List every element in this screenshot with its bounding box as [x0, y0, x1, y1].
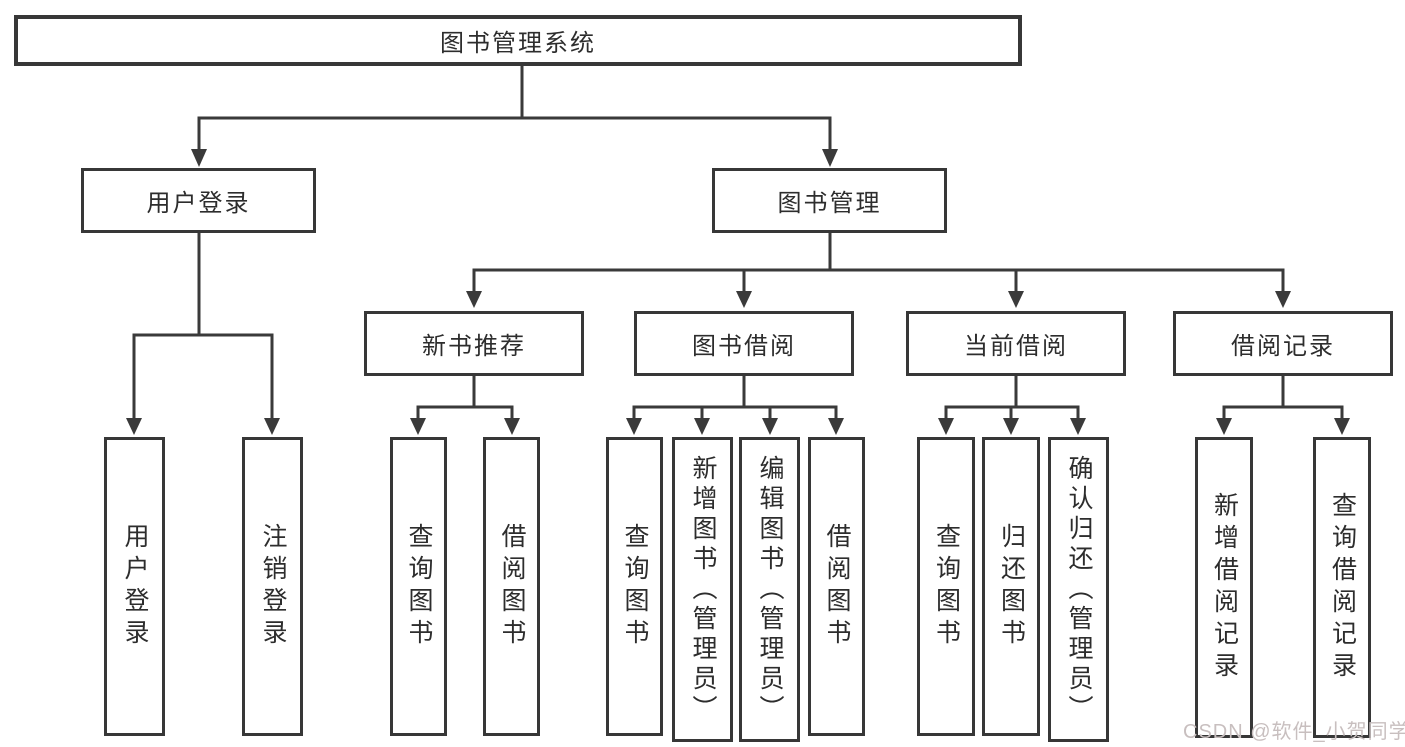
node-root-label: 图书管理系统 — [440, 30, 596, 57]
leaf-query-books-recommend: 查询图书 — [390, 437, 447, 736]
leaf-confirm-return-admin: 确认归还（管理员） — [1048, 437, 1109, 742]
leaf-query-borrow-record: 查询借阅记录 — [1313, 437, 1371, 738]
node-user-login-label: 用户登录 — [146, 190, 251, 217]
node-book-borrow: 图书借阅 — [634, 311, 854, 376]
leaf-query-books-borrow-label: 查询图书 — [621, 522, 649, 651]
leaf-logout-label: 注销登录 — [259, 522, 287, 651]
leaf-logout: 注销登录 — [242, 437, 303, 736]
node-current-borrow: 当前借阅 — [906, 311, 1126, 376]
node-user-login: 用户登录 — [81, 168, 316, 233]
leaf-return-books-label: 归还图书 — [997, 522, 1026, 651]
leaf-query-books-current-label: 查询图书 — [932, 522, 961, 651]
leaf-add-books-admin-label: 新增图书（管理员） — [689, 454, 717, 725]
node-current-borrow-label: 当前借阅 — [964, 333, 1068, 360]
node-borrow-records: 借阅记录 — [1173, 311, 1393, 376]
leaf-query-borrow-record-label: 查询借阅记录 — [1328, 491, 1357, 684]
leaf-user-login: 用户登录 — [104, 437, 165, 736]
node-borrow-records-label: 借阅记录 — [1231, 333, 1335, 360]
leaf-borrow-books: 借阅图书 — [808, 437, 865, 736]
leaf-borrow-books-label: 借阅图书 — [823, 522, 851, 651]
leaf-add-books-admin: 新增图书（管理员） — [672, 437, 733, 742]
leaf-confirm-return-admin-label: 确认归还（管理员） — [1065, 454, 1093, 725]
leaf-query-books-current: 查询图书 — [917, 437, 975, 736]
node-new-book-recommend: 新书推荐 — [364, 311, 584, 376]
leaf-query-books-recommend-label: 查询图书 — [405, 522, 433, 651]
leaf-edit-books-admin: 编辑图书（管理员） — [739, 437, 800, 742]
leaf-user-login-label: 用户登录 — [121, 522, 149, 651]
node-book-borrow-label: 图书借阅 — [692, 333, 796, 360]
node-book-management: 图书管理 — [712, 168, 947, 233]
leaf-add-borrow-record: 新增借阅记录 — [1195, 437, 1253, 738]
node-book-management-label: 图书管理 — [777, 190, 882, 217]
arrowheads — [126, 149, 1350, 435]
leaf-return-books: 归还图书 — [982, 437, 1040, 736]
leaf-add-borrow-record-label: 新增借阅记录 — [1210, 491, 1239, 684]
csdn-watermark: CSDN @软件_小贺同学 — [1183, 721, 1405, 743]
leaf-edit-books-admin-label: 编辑图书（管理员） — [756, 454, 784, 725]
node-new-book-recommend-label: 新书推荐 — [422, 333, 526, 360]
leaf-borrow-books-recommend: 借阅图书 — [483, 437, 540, 736]
leaf-borrow-books-recommend-label: 借阅图书 — [498, 522, 526, 651]
leaf-query-books-borrow: 查询图书 — [606, 437, 663, 736]
node-root: 图书管理系统 — [14, 15, 1022, 66]
